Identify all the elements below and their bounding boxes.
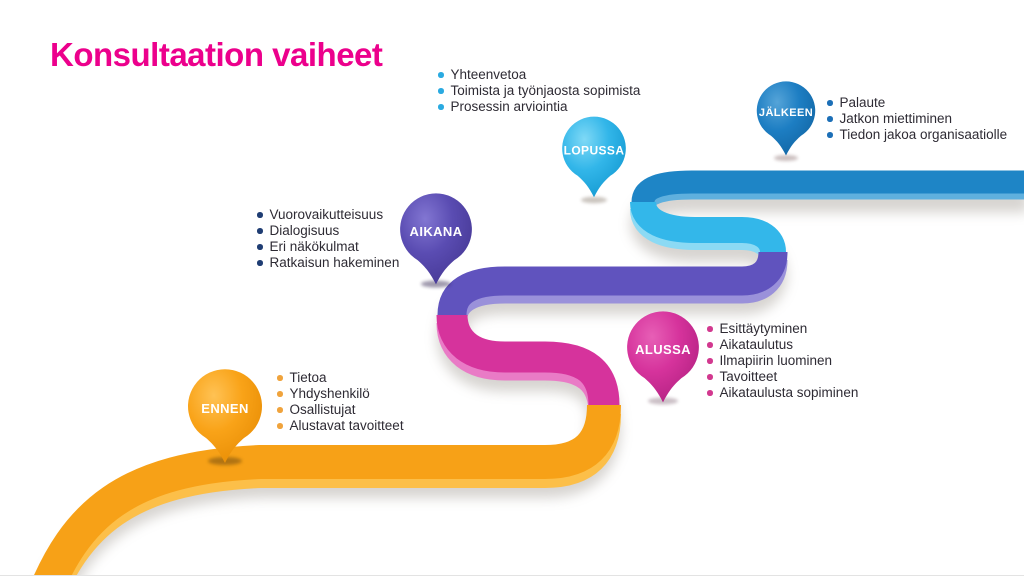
list-item: Tietoa bbox=[277, 370, 404, 386]
list-item-text: Aikataulutus bbox=[719, 337, 794, 352]
bullet-icon bbox=[257, 228, 263, 234]
bullet-icon bbox=[438, 104, 444, 110]
list-item-text: Aikataulusta sopiminen bbox=[719, 385, 859, 400]
pin-alussa: ALUSSA bbox=[627, 311, 699, 405]
list-item: Tavoitteet bbox=[707, 369, 858, 385]
pin-label: AIKANA bbox=[410, 224, 463, 239]
list-item: Eri näkökulmat bbox=[257, 239, 399, 255]
list-item: Yhdyshenkilö bbox=[277, 386, 404, 402]
list-item: Esittäytyminen bbox=[707, 321, 858, 337]
pin-label: ALUSSA bbox=[635, 342, 691, 357]
bullet-icon bbox=[827, 116, 833, 122]
pin-ennen: ENNEN bbox=[188, 369, 262, 465]
list-item-text: Tavoitteet bbox=[719, 369, 778, 384]
pin-shape bbox=[188, 369, 262, 463]
list-item: Toimista ja työnjaosta sopimista bbox=[438, 83, 640, 99]
list-aikana: Vuorovaikutteisuus Dialogisuus Eri näkök… bbox=[257, 207, 399, 271]
list-ennen: Tietoa Yhdyshenkilö Osallistujat Alustav… bbox=[277, 370, 404, 434]
list-item: Alustavat tavoitteet bbox=[277, 418, 404, 434]
pin-label: ENNEN bbox=[201, 401, 249, 416]
bullet-icon bbox=[257, 244, 263, 250]
bullet-icon bbox=[827, 132, 833, 138]
bullet-icon bbox=[438, 88, 444, 94]
pin-label: LOPUSSA bbox=[564, 144, 625, 158]
list-item-text: Jatkon miettiminen bbox=[839, 111, 953, 126]
list-item-text: Prosessin arviointia bbox=[450, 99, 568, 114]
page-title: Konsultaation vaiheet bbox=[50, 36, 383, 73]
bullet-icon bbox=[277, 423, 283, 429]
list-item: Aikataulusta sopiminen bbox=[707, 385, 858, 401]
pin-shape bbox=[627, 311, 699, 403]
list-item: Prosessin arviointia bbox=[438, 99, 640, 115]
road-segment-lopussa bbox=[630, 200, 786, 254]
road-segment-ennen bbox=[34, 404, 621, 575]
bullet-icon bbox=[707, 358, 713, 364]
list-item: Tiedon jakoa organisaatiolle bbox=[827, 127, 1007, 143]
list-item-text: Tiedon jakoa organisaatiolle bbox=[839, 127, 1008, 142]
list-item: Vuorovaikutteisuus bbox=[257, 207, 399, 223]
list-item-text: Esittäytyminen bbox=[719, 321, 808, 336]
pin-lopussa-shadow bbox=[581, 196, 607, 204]
list-alussa: Esittäytyminen Aikataulutus Ilmapiirin l… bbox=[707, 321, 858, 401]
bullet-icon bbox=[707, 390, 713, 396]
list-item-text: Yhteenvetoa bbox=[450, 67, 527, 82]
list-item-text: Alustavat tavoitteet bbox=[289, 418, 404, 433]
bullet-icon bbox=[277, 375, 283, 381]
list-item: Aikataulutus bbox=[707, 337, 858, 353]
list-item-text: Palaute bbox=[839, 95, 886, 110]
list-item-text: Tietoa bbox=[289, 370, 327, 385]
list-item-text: Toimista ja työnjaosta sopimista bbox=[450, 83, 641, 98]
bullet-icon bbox=[277, 407, 283, 413]
pin-shape bbox=[400, 193, 472, 285]
road-shadow bbox=[43, 189, 1024, 575]
list-item: Palaute bbox=[827, 95, 1007, 111]
list-lopussa: Yhteenvetoa Toimista ja työnjaosta sopim… bbox=[438, 67, 640, 115]
list-item-text: Ilmapiirin luominen bbox=[719, 353, 833, 368]
pin-label: JÄLKEEN bbox=[759, 106, 813, 119]
bullet-icon bbox=[438, 72, 444, 78]
list-item-text: Yhdyshenkilö bbox=[289, 386, 370, 401]
list-item-text: Vuorovaikutteisuus bbox=[269, 207, 384, 222]
road-segment-aikana bbox=[437, 250, 788, 317]
pin-aikana: AIKANA bbox=[400, 193, 472, 288]
road-surfaces bbox=[34, 170, 1024, 575]
pin-jalkeen: JÄLKEEN bbox=[756, 81, 816, 161]
bullet-icon bbox=[707, 374, 713, 380]
bullet-icon bbox=[707, 326, 713, 332]
bullet-icon bbox=[257, 260, 263, 266]
pin-shape bbox=[562, 116, 626, 198]
pin-lopussa: LOPUSSA bbox=[562, 116, 626, 204]
list-jalkeen: Palaute Jatkon miettiminen Tiedon jakoa … bbox=[827, 95, 1007, 143]
list-item-text: Dialogisuus bbox=[269, 223, 340, 238]
bullet-icon bbox=[257, 212, 263, 218]
list-item: Osallistujat bbox=[277, 402, 404, 418]
bullet-icon bbox=[707, 342, 713, 348]
list-item: Ratkaisun hakeminen bbox=[257, 255, 399, 271]
road-segment-jalkeen bbox=[631, 170, 1024, 204]
list-item: Ilmapiirin luominen bbox=[707, 353, 858, 369]
road-segment-alussa bbox=[436, 313, 620, 406]
list-item-text: Osallistujat bbox=[289, 402, 356, 417]
pin-jalkeen-shadow bbox=[774, 155, 798, 161]
pin-shape bbox=[756, 81, 816, 156]
list-item-text: Ratkaisun hakeminen bbox=[269, 255, 400, 270]
list-item-text: Eri näkökulmat bbox=[269, 239, 359, 254]
list-item: Dialogisuus bbox=[257, 223, 399, 239]
list-item: Yhteenvetoa bbox=[438, 67, 640, 83]
list-item: Jatkon miettiminen bbox=[827, 111, 1007, 127]
bullet-icon bbox=[277, 391, 283, 397]
bullet-icon bbox=[827, 100, 833, 106]
